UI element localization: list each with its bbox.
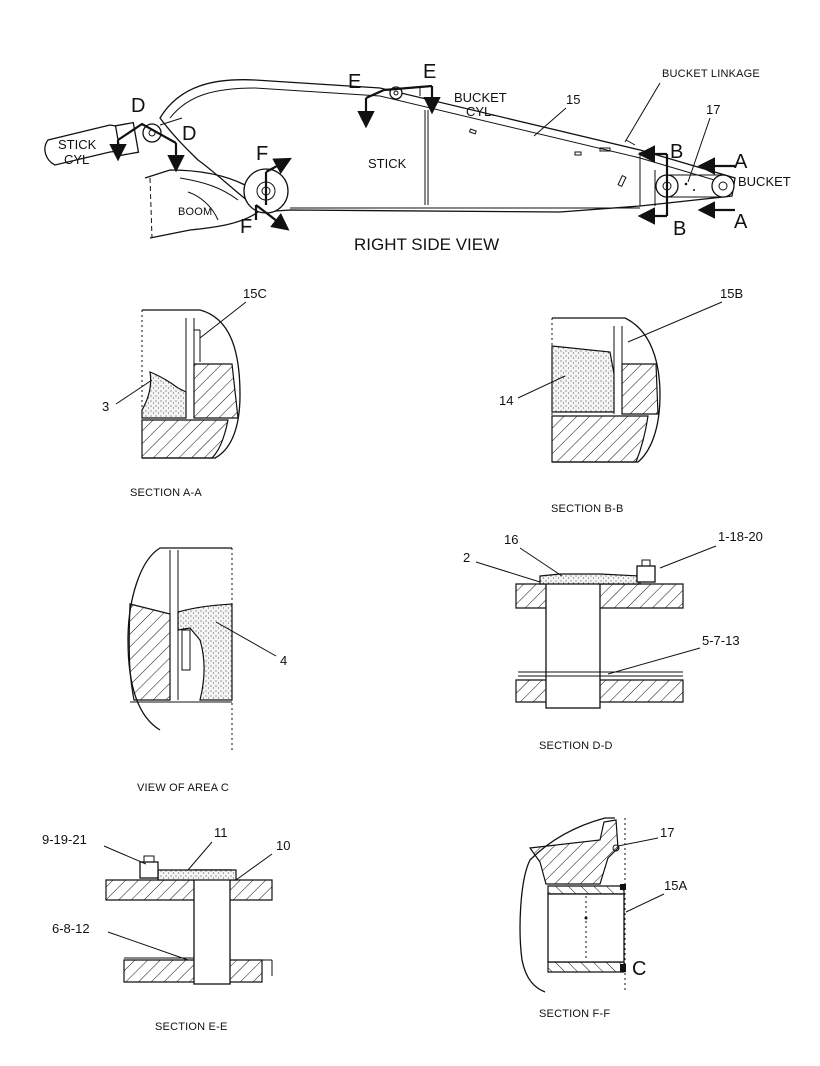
- main-view-title: RIGHT SIDE VIEW: [354, 235, 499, 254]
- ee-pin: [193, 869, 231, 985]
- section-bb: 15B 14 SECTION B-B: [499, 286, 743, 515]
- section-marker-d-left: D: [131, 95, 145, 117]
- section-marker-f-bottom: F: [240, 216, 252, 238]
- section-ff-caption: SECTION F-F: [539, 1008, 610, 1020]
- section-marker-e-right: E: [423, 61, 436, 83]
- bb-callout-15b: 15B: [720, 286, 743, 301]
- bucket-cyl-label-1: BUCKET: [454, 90, 507, 105]
- dd-callout-5-7-13: 5-7-13: [702, 633, 740, 648]
- dd-callout-1-18-20: 1-18-20: [718, 529, 763, 544]
- view-area-c: 4 VIEW OF AREA C: [127, 547, 287, 794]
- bucket-pin: [711, 174, 735, 198]
- boom-label: BOOM: [178, 206, 212, 218]
- dd-pin: [545, 577, 601, 709]
- dd-callout-2: 2: [463, 550, 470, 565]
- section-marker-f-top: F: [256, 143, 268, 165]
- dd-callout-16: 16: [504, 532, 518, 547]
- ff-callout-15a: 15A: [664, 878, 687, 893]
- stick-cyl-label-1: STICK: [58, 137, 97, 152]
- aa-callout-15c: 15C: [243, 286, 267, 301]
- bucket-cyl-label-2: CYL.: [466, 104, 495, 119]
- c-callout-4: 4: [280, 653, 287, 668]
- ff-marker-c: C: [632, 958, 646, 980]
- section-marker-e-left: E: [348, 71, 361, 93]
- ee-callout-10: 10: [276, 838, 290, 853]
- section-marker-a-bottom: A: [734, 211, 748, 233]
- section-ff: 17 15A C SECTION F-F: [519, 817, 687, 1020]
- section-dd-caption: SECTION D-D: [539, 740, 613, 752]
- section-marker-b-bottom: B: [673, 218, 686, 240]
- ee-callout-11: 11: [214, 825, 228, 840]
- section-dd: 16 2 1-18-20 5-7-13 SECTION D-D: [463, 529, 763, 752]
- ff-callout-17: 17: [660, 825, 674, 840]
- section-ee: 9-19-21 11 10 6-8-12 SECTION E-E: [42, 825, 290, 1033]
- section-aa-caption: SECTION A-A: [130, 487, 202, 499]
- stick-label: STICK: [368, 156, 407, 171]
- right-side-view: STICK CYL BOOM STICK BUCKET CYL. BUCKET …: [44, 61, 791, 254]
- section-aa: 15C 3 SECTION A-A: [102, 286, 267, 499]
- view-c-caption: VIEW OF AREA C: [137, 782, 229, 794]
- section-marker-d-right: D: [182, 123, 196, 145]
- callout-15: 15: [566, 92, 580, 107]
- stick-cyl-label-2: CYL: [64, 152, 89, 167]
- ee-callout-9-19-21: 9-19-21: [42, 832, 87, 847]
- section-marker-b-top: B: [670, 141, 683, 163]
- callout-17: 17: [706, 102, 720, 117]
- bucket-label: BUCKET: [738, 174, 791, 189]
- bucket-linkage-label: BUCKET LINKAGE: [662, 68, 760, 80]
- bb-callout-14: 14: [499, 393, 513, 408]
- section-marker-a-top: A: [734, 151, 748, 173]
- ee-callout-6-8-12: 6-8-12: [52, 921, 90, 936]
- section-ee-caption: SECTION E-E: [155, 1021, 228, 1033]
- aa-callout-3: 3: [102, 399, 109, 414]
- section-bb-caption: SECTION B-B: [551, 503, 624, 515]
